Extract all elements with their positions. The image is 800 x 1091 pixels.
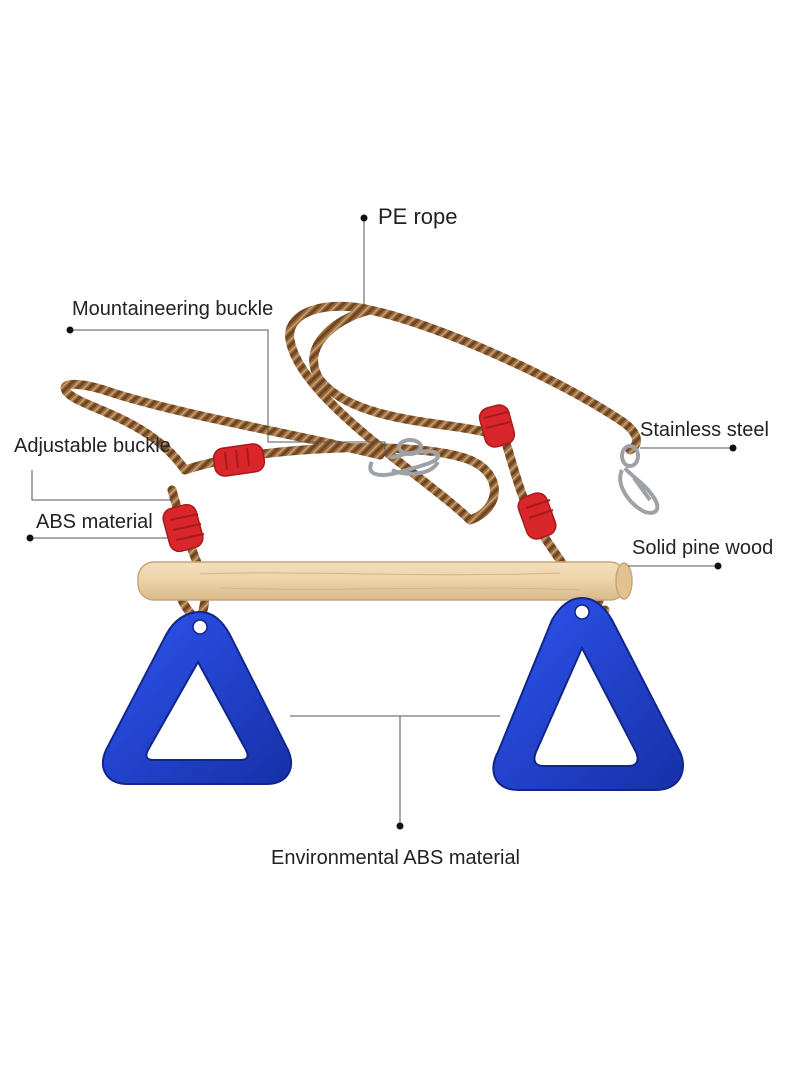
steel-hook-icon <box>618 444 660 515</box>
ring-left <box>101 610 293 785</box>
adjustable-buckle-top-left <box>212 443 266 477</box>
dot-environmental-abs <box>396 822 404 830</box>
mountaineering-hook-icon <box>368 438 440 477</box>
label-environmental-abs: Environmental ABS material <box>271 847 521 869</box>
dot-pe-rope <box>360 214 368 222</box>
dot-mountaineering-buckle <box>66 326 74 334</box>
label-adjustable-buckle: Adjustable buckle <box>14 435 171 457</box>
dot-abs-material <box>26 534 34 542</box>
label-mountaineering-buckle: Mountaineering buckle <box>72 298 274 320</box>
label-abs-material: ABS material <box>36 511 153 533</box>
dot-solid-pine-wood <box>714 562 722 570</box>
label-solid-pine-wood: Solid pine wood <box>632 537 774 559</box>
leader-lines <box>30 218 733 826</box>
leader-dots <box>26 214 737 830</box>
ring-right <box>492 596 684 791</box>
label-stainless-steel: Stainless steel <box>640 419 769 441</box>
dot-stainless-steel <box>729 444 737 452</box>
buckle-ridges <box>169 411 554 541</box>
pine-wood-bar <box>137 561 633 601</box>
label-pe-rope: PE rope <box>378 204 458 229</box>
